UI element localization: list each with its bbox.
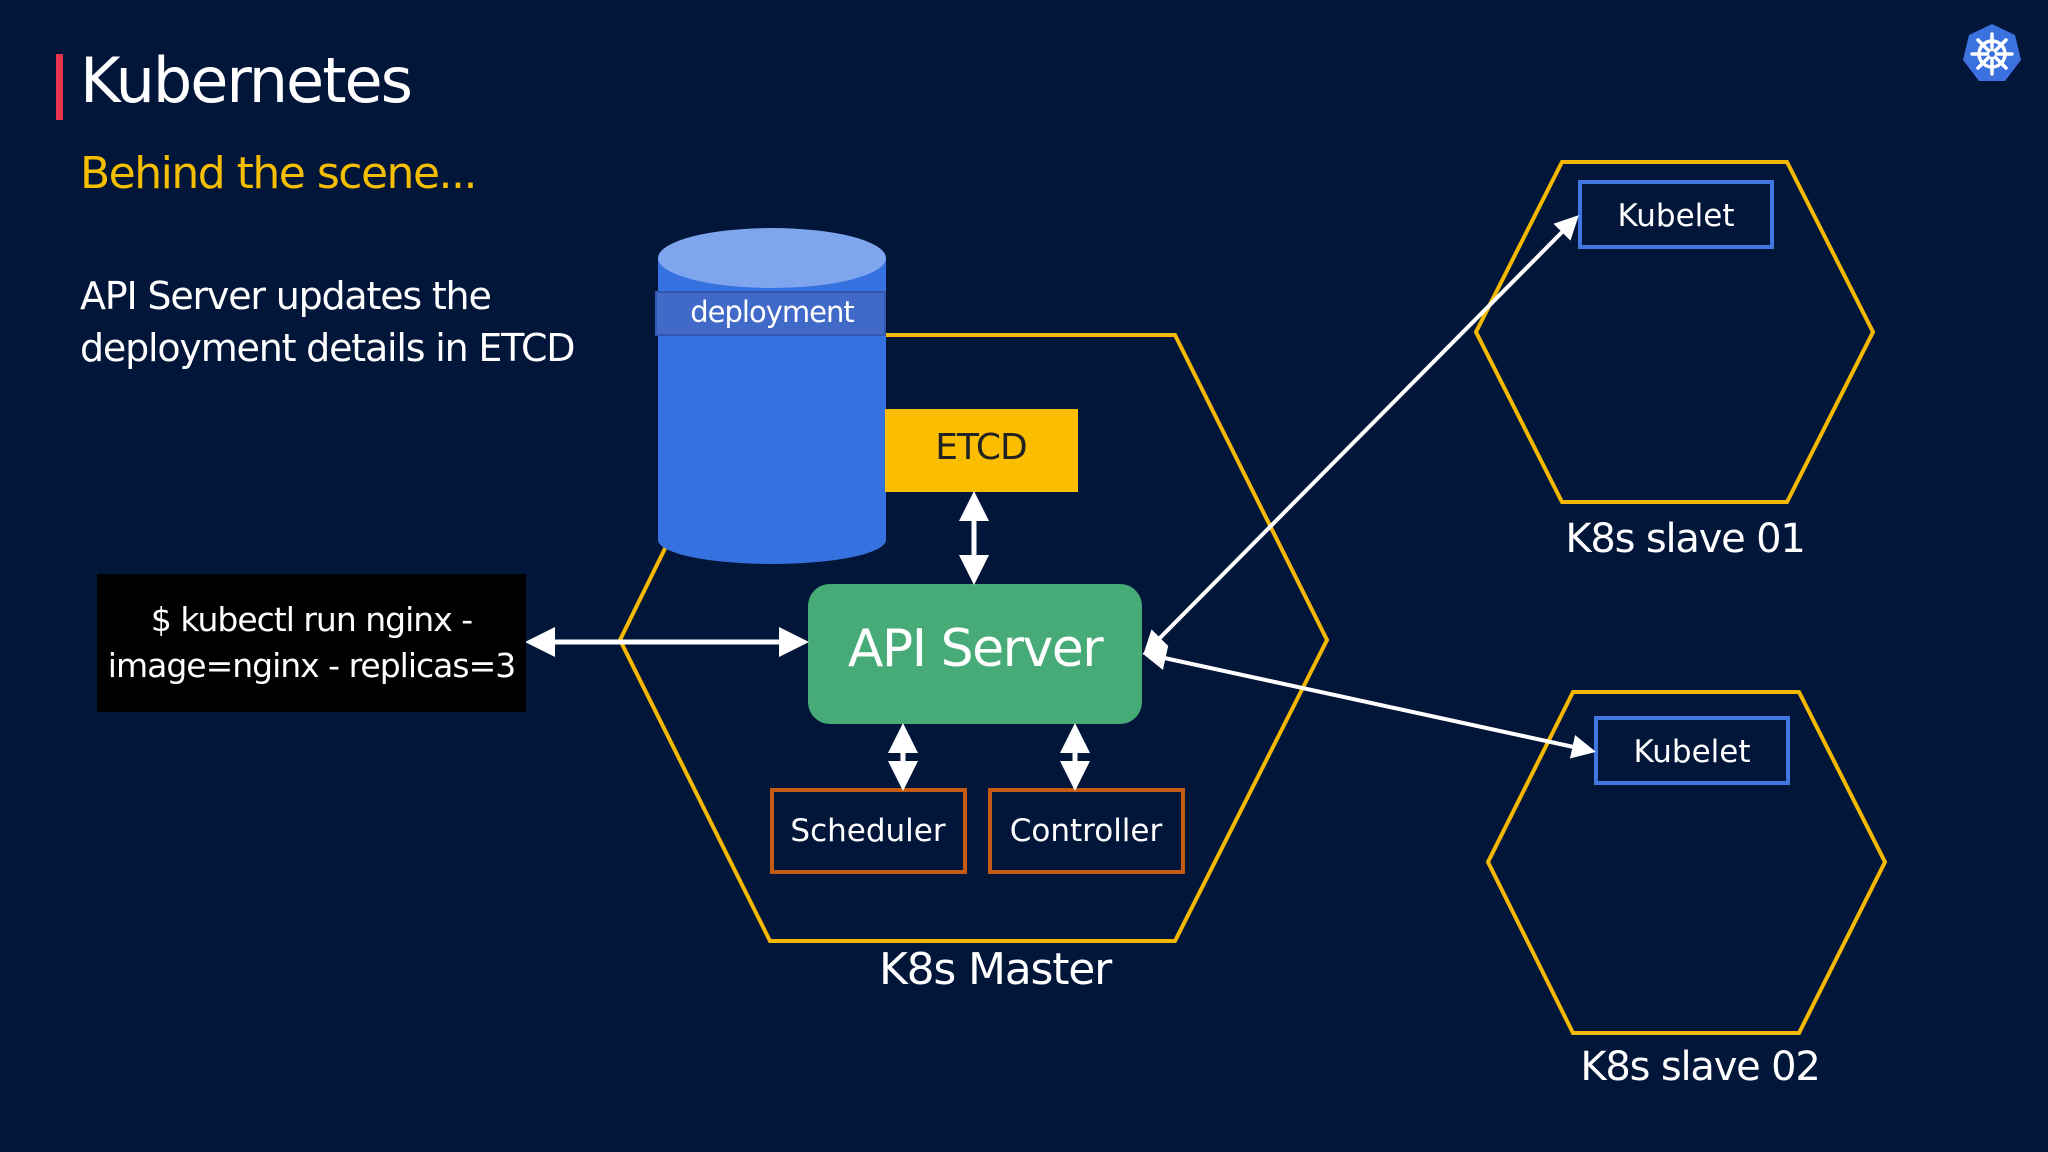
slave-01-kubelet-box[interactable]: Kubelet [1578,180,1774,249]
controller-label: Controller [1010,813,1163,849]
slide-description: API Server updates the deployment detail… [80,270,576,374]
master-node-label: K8s Master [878,944,1112,995]
etcd-box[interactable]: ETCD [885,409,1078,492]
slave-01-kubelet-label: Kubelet [1617,198,1734,234]
deployment-database[interactable]: deployment [655,228,886,564]
description-line-1: API Server updates the [80,274,492,318]
deployment-label: deployment [690,295,854,329]
slave-02-label: K8s slave 02 [1580,1044,1820,1090]
command-line-2: image=nginx - replicas=3 [107,646,516,685]
scheduler-label: Scheduler [790,813,945,849]
description-line-2: deployment details in ETCD [80,326,576,370]
kubernetes-helm-wheel-icon [1963,24,2021,81]
scheduler-box[interactable]: Scheduler [770,788,967,874]
deployment-record-band [655,291,886,336]
api-server-label: API Server [848,619,1104,679]
command-line-1: $ kubectl run nginx - [150,600,473,639]
slide-title: Kubernetes [80,44,413,117]
slide-subtitle: Behind the scene... [80,148,477,199]
controller-box[interactable]: Controller [988,788,1185,874]
slave-02-kubelet-box[interactable]: Kubelet [1594,716,1790,785]
etcd-label: ETCD [935,427,1026,468]
title-accent-bar [56,54,63,120]
slave-02-hexagon [1485,690,1888,1035]
arrow-api-server-slave-02 [1142,646,1596,759]
api-server-box[interactable]: API Server [808,584,1142,724]
arrow-api-server-slave-01 [1143,215,1579,655]
kubectl-command-box: $ kubectl run nginx - image=nginx - repl… [97,574,526,712]
slave-01-label: K8s slave 01 [1565,516,1805,562]
slave-02-kubelet-label: Kubelet [1633,734,1750,770]
